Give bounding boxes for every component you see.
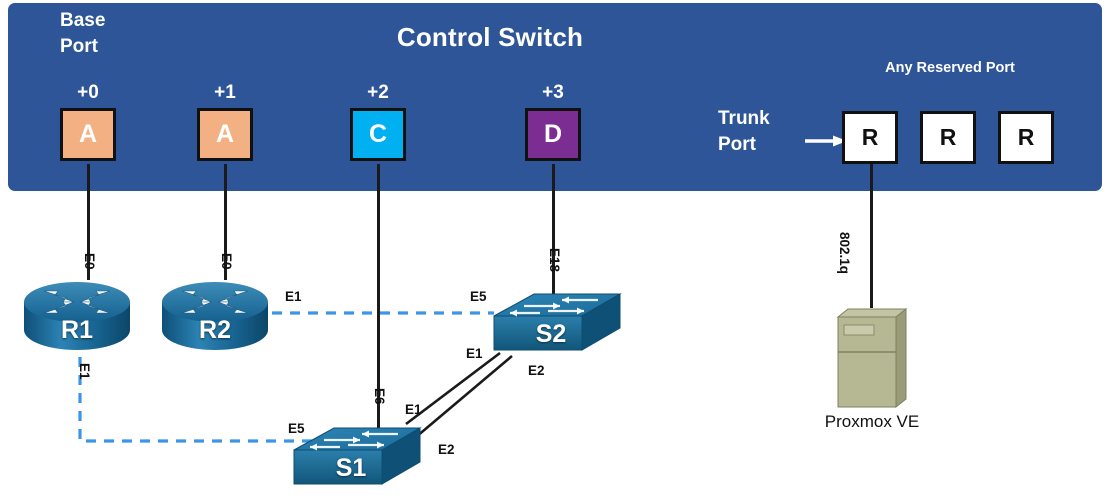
label-r1-e1: E1	[77, 363, 92, 380]
wire-trunk-server	[870, 164, 873, 308]
port-box-1[interactable]: A	[197, 108, 253, 161]
wire-port0-r1	[87, 164, 90, 280]
router-r2[interactable]: R2	[160, 278, 270, 354]
port-number-3: +3	[542, 82, 564, 103]
port-column-0[interactable]: +0 A	[53, 82, 123, 161]
port-column-1[interactable]: +1 A	[190, 82, 260, 161]
trunk-arrow-icon	[805, 135, 847, 147]
router-icon	[24, 282, 130, 350]
base-port-line-1: Base	[60, 10, 106, 31]
any-reserved-port-label: Any Reserved Port	[885, 60, 1015, 76]
dashed-link-r1-s1	[78, 357, 312, 443]
trunk-port-label: Trunk Port	[718, 106, 804, 158]
switch-s2-label: S2	[535, 320, 567, 348]
reserved-port-box-0[interactable]: R	[842, 111, 898, 164]
label-s2-e18: E18	[547, 248, 562, 273]
label-trunk-8021q: 802.1q	[837, 232, 852, 275]
control-switch-title: Control Switch	[396, 22, 584, 52]
port-number-0: +0	[77, 82, 99, 103]
label-s1-e1: E1	[405, 402, 422, 417]
label-r2-e1: E1	[285, 289, 302, 304]
label-s1-e5: E5	[288, 421, 305, 436]
switch-s2[interactable]: S2	[490, 288, 624, 360]
wire-port3-s2	[552, 164, 555, 298]
port-column-3[interactable]: +3 D	[518, 82, 588, 161]
port-box-2[interactable]: C	[350, 108, 406, 161]
label-s2-e1: E1	[466, 346, 483, 361]
router-r2-label: R2	[199, 316, 231, 344]
base-port-line-2: Port	[60, 36, 98, 57]
label-s1-e6: E6	[372, 388, 387, 405]
switch-icon	[493, 293, 622, 351]
base-port-label: Base Port	[60, 8, 180, 60]
reserved-port-box-1[interactable]: R	[920, 111, 976, 164]
server-proxmox-label: Proxmox VE	[824, 412, 920, 431]
label-r2-e0: E0	[219, 253, 234, 270]
link-s1e2-s2e2	[415, 355, 513, 438]
server-tower-icon	[836, 307, 908, 409]
trunk-port-line-2: Port	[718, 134, 756, 155]
server-proxmox[interactable]	[834, 305, 910, 410]
trunk-port-line-1: Trunk	[718, 108, 770, 129]
reserved-port-box-2[interactable]: R	[998, 111, 1054, 164]
wire-port2-s1	[377, 164, 380, 430]
router-r1[interactable]: R1	[22, 278, 132, 354]
port-box-0[interactable]: A	[60, 108, 116, 161]
port-number-1: +1	[214, 82, 236, 103]
router-r1-label: R1	[61, 316, 93, 344]
switch-icon	[293, 427, 422, 485]
port-column-2[interactable]: +2 C	[343, 82, 413, 161]
label-s2-e2: E2	[528, 363, 545, 378]
port-box-3[interactable]: D	[525, 108, 581, 161]
label-s2-e5: E5	[470, 289, 487, 304]
wire-port1-r2	[224, 164, 227, 280]
label-r1-e0: E0	[82, 253, 97, 270]
label-s1-e2: E2	[438, 442, 455, 457]
switch-s1-label: S1	[335, 454, 367, 482]
router-icon	[162, 282, 268, 350]
switch-s1[interactable]: S1	[290, 422, 424, 494]
port-number-2: +2	[367, 82, 389, 103]
